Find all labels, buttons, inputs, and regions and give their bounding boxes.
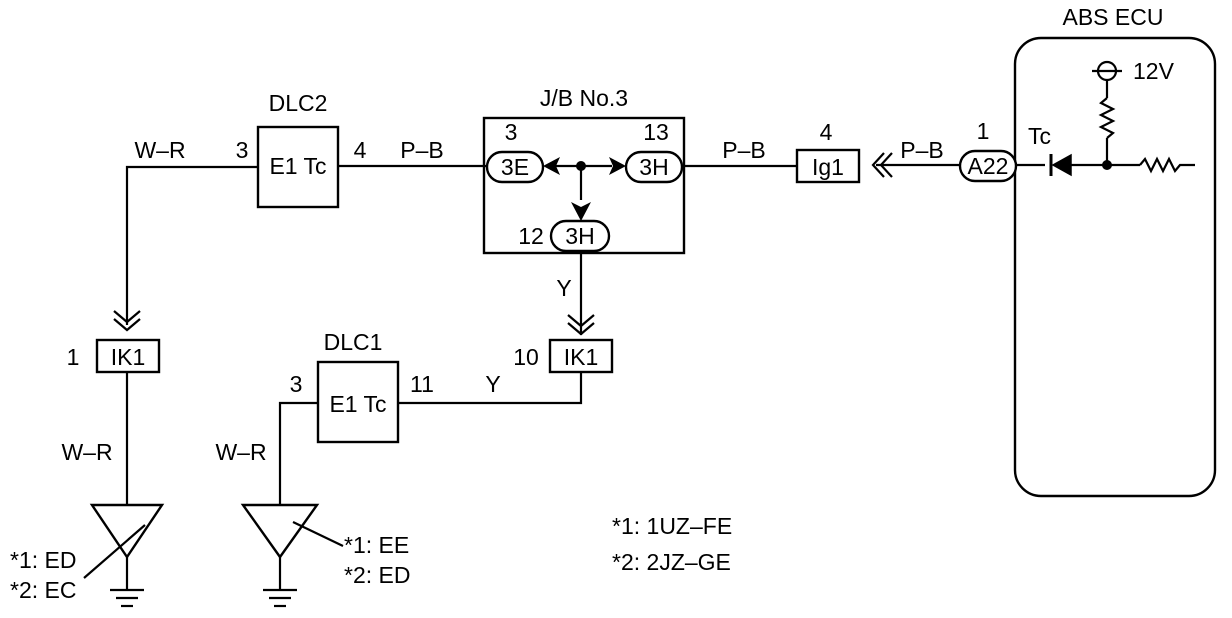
jb3-title: J/B No.3	[540, 85, 628, 111]
connector-chevron-ik1-right	[567, 314, 595, 336]
dlc1-box	[316, 360, 400, 444]
ik1-left-label: IK1	[111, 344, 146, 370]
a22-label: A22	[968, 153, 1009, 179]
jb3-3e-pin: 3	[505, 119, 518, 145]
jb3-3h-right-label: 3H	[639, 154, 668, 180]
right-ground-symbol	[240, 503, 344, 608]
wire-wr-top	[125, 165, 258, 325]
wire-y-horizontal	[398, 372, 583, 405]
jb3-3h-right-connector	[624, 150, 684, 184]
ig1-label: Ig1	[812, 154, 844, 180]
wire-pb-dlc2-jb-label: P–B	[400, 137, 443, 163]
abs-ecu-box	[1013, 36, 1217, 498]
wire-y-vertical-label: Y	[556, 275, 571, 301]
left-ground-label-1: *1: ED	[10, 547, 76, 573]
ik1-right-connector	[548, 338, 614, 374]
ecu-resistor-symbol	[1139, 156, 1195, 174]
wire-y-horizontal-label: Y	[485, 371, 500, 397]
dlc2-pin-right: 4	[354, 137, 367, 163]
wire-wr-mid-label: W–R	[215, 439, 266, 465]
connector-chevron-ik1-left	[113, 310, 141, 332]
ik1-right-label: IK1	[564, 344, 599, 370]
ik1-left-connector	[95, 338, 161, 374]
dlc1-inner-label: E1 Tc	[329, 391, 386, 417]
jb3-3e-label: 3E	[501, 154, 529, 180]
wire-wr-left-label: W–R	[61, 439, 112, 465]
dlc2-title: DLC2	[269, 90, 328, 116]
wire-pb-ecu-label: P–B	[900, 137, 943, 163]
ig1-pin: 4	[820, 119, 833, 145]
right-ground-label-1: *1: EE	[344, 532, 409, 558]
ig1-connector	[795, 148, 861, 184]
dlc1-pin-right: 11	[410, 371, 434, 397]
left-ground-symbol	[83, 503, 165, 608]
right-ground-label-2: *2: ED	[344, 562, 410, 588]
wire-wr-mid	[278, 401, 318, 505]
abs-ecu-title: ABS ECU	[1063, 4, 1164, 30]
supply-voltage-label: 12V	[1133, 58, 1175, 84]
left-ground-label-2: *2: EC	[10, 577, 76, 603]
dlc2-pin-left: 3	[236, 137, 249, 163]
jb3-3h-bottom-pin: 12	[518, 223, 544, 249]
note-line-1: *1: 1UZ–FE	[612, 513, 732, 539]
wire-pb-jb-ig1-label: P–B	[722, 137, 765, 163]
jb3-internal-junction	[543, 157, 626, 221]
ecu-tc-label: Tc	[1028, 123, 1051, 149]
a22-pin: 1	[977, 118, 990, 144]
dlc1-title: DLC1	[324, 329, 383, 355]
wire-wr-top-label: W–R	[134, 137, 185, 163]
connector-chevron-ig1	[871, 152, 893, 178]
dlc2-inner-label: E1 Tc	[269, 153, 326, 179]
ik1-right-pin: 10	[513, 344, 539, 370]
jb3-3h-bottom-label: 3H	[565, 223, 594, 249]
dlc1-pin-left: 3	[290, 371, 303, 397]
junction-dot	[1102, 160, 1112, 170]
ik1-left-pin: 1	[67, 344, 80, 370]
jb3-3h-right-pin: 13	[643, 119, 669, 145]
note-line-2: *2: 2JZ–GE	[612, 549, 731, 575]
